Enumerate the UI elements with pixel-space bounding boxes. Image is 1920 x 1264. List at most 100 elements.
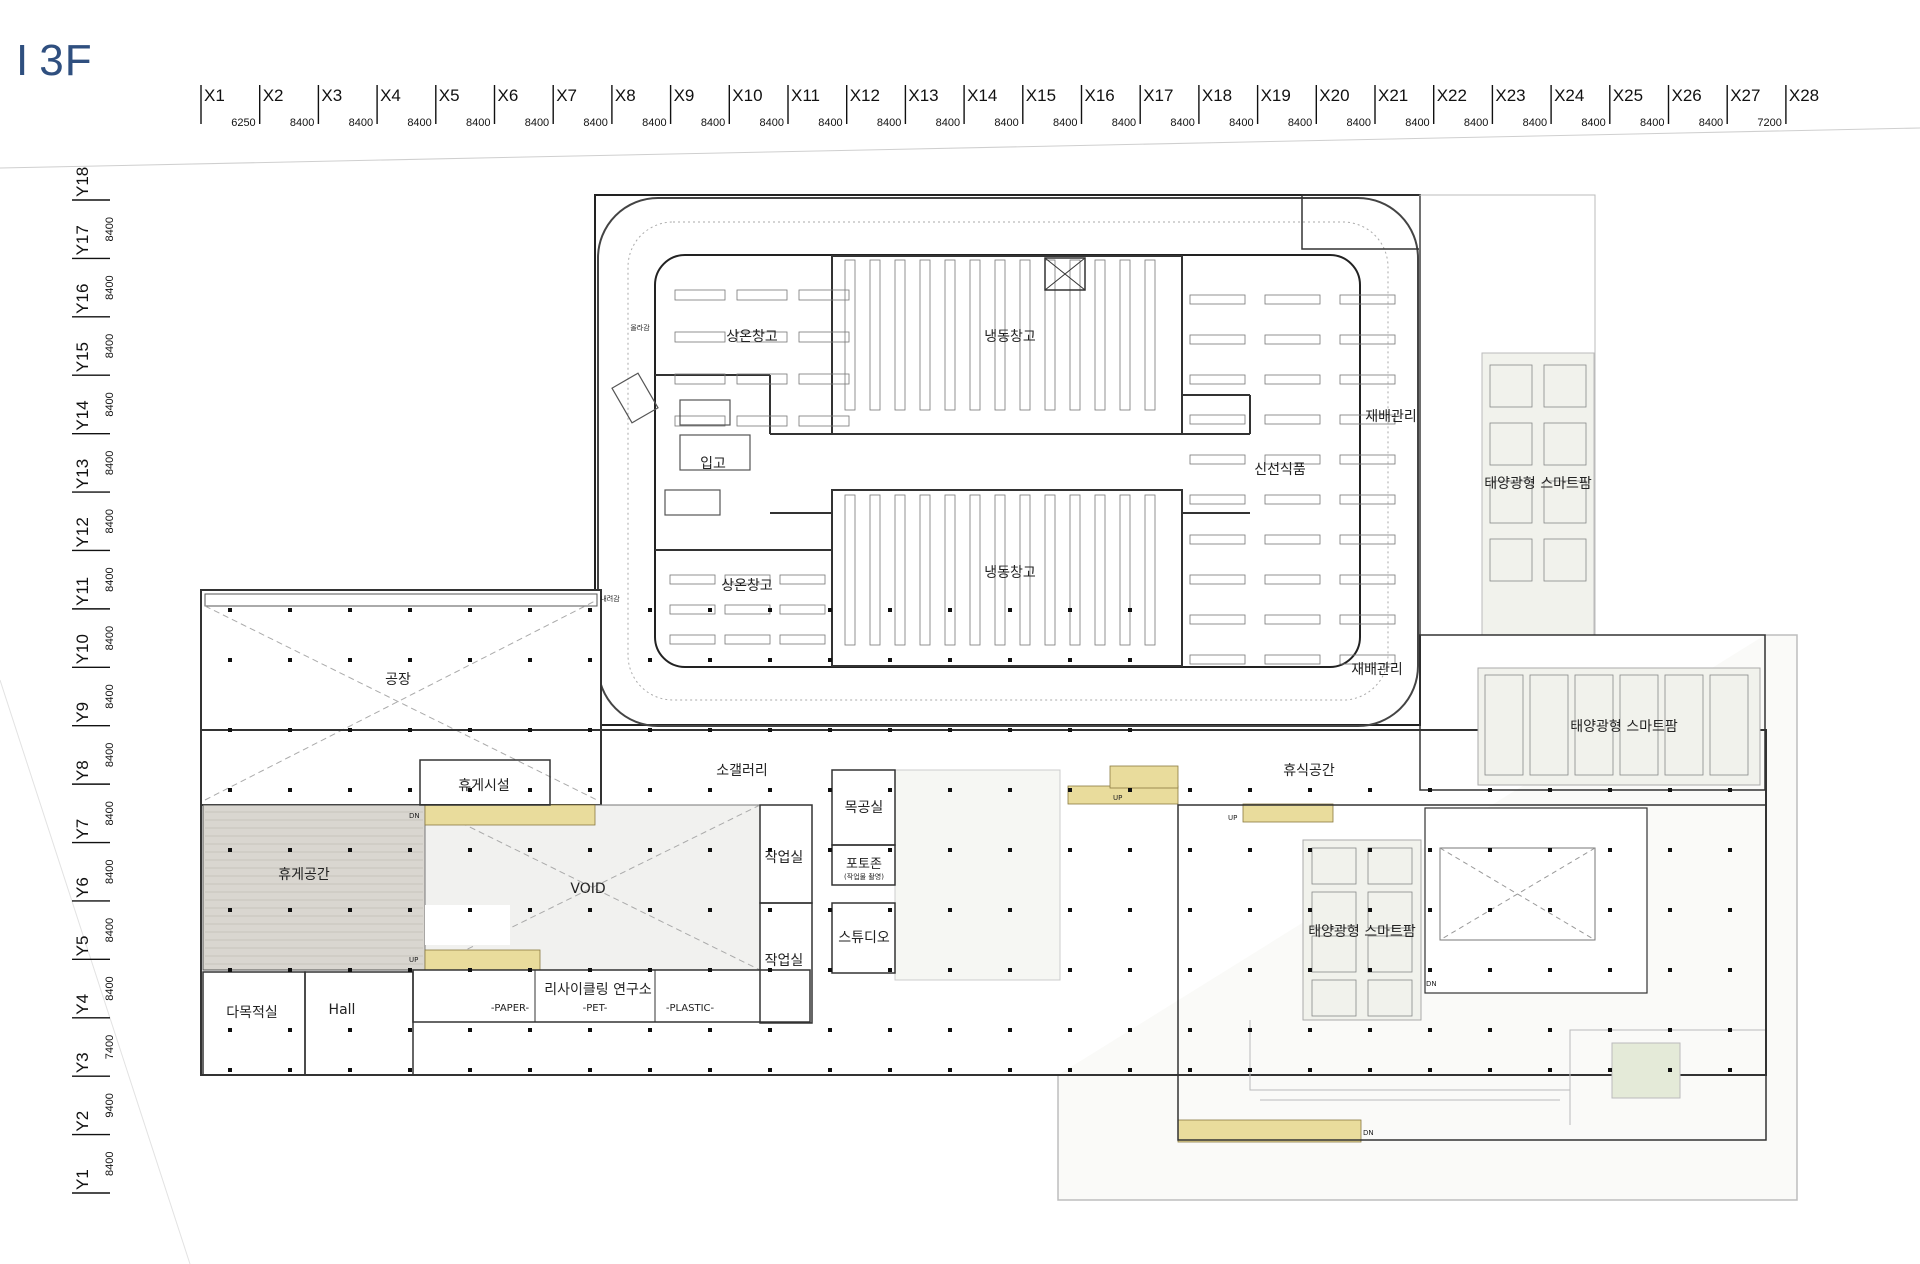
courtyard-void [1424,807,1648,994]
column-dot [468,908,472,912]
column-dot [1008,788,1012,792]
x-spacing-label: 8400 [1405,117,1429,129]
column-dot [1428,848,1432,852]
farm-bed [1529,674,1569,776]
column-dot [408,728,412,732]
column-dot [1728,788,1732,792]
column-dot [288,1028,292,1032]
column-dot [348,848,352,852]
solar-farm-2-grids [1484,674,1749,776]
column-dot [1308,908,1312,912]
rack [1189,374,1246,385]
x-axis-label: X28 [1789,86,1819,105]
x-axis-label: X4 [380,86,401,105]
y-spacing-label: 8400 [104,509,116,533]
column-dot [1668,848,1672,852]
rack [1144,259,1156,411]
label-down-ramp: 내려감 [600,594,620,603]
multipurpose-box [202,971,306,1076]
column-dot [348,908,352,912]
label-up-3: UP [409,956,418,964]
column-dot [1188,968,1192,972]
column-dot [648,788,652,792]
column-dot [528,1068,532,1072]
column-dot [768,608,772,612]
x-axis-label: X6 [498,86,519,105]
column-dot [1728,908,1732,912]
column-dot [228,848,232,852]
column-dot [1608,848,1612,852]
column-dot [588,608,592,612]
column-dot [288,788,292,792]
x-axis-label: X8 [615,86,636,105]
rack [1339,294,1396,305]
rack [1019,259,1031,411]
column-dot [1008,908,1012,912]
truck-2 [679,434,751,471]
title-bar-icon: I [16,36,30,85]
column-dot [1068,728,1072,732]
rack [1264,534,1321,545]
x-axis-label: X5 [439,86,460,105]
column-dot [588,658,592,662]
rack [1339,574,1396,585]
x-spacing-label: 8400 [1288,117,1312,129]
rack [1069,259,1081,411]
column-dot [648,1068,652,1072]
column-dot [288,728,292,732]
column-dot [1008,658,1012,662]
column-dot [648,608,652,612]
column-dot [1368,968,1372,972]
label-factory: 공장 [385,672,411,688]
rack [1069,494,1081,646]
column-dot [1068,608,1072,612]
label-paper: -PAPER- [491,1003,530,1014]
workroom-2-box [759,902,813,1024]
label-small-gallery: 소갤러리 [716,763,768,779]
y-axis-label: Y11 [73,577,92,606]
column-dot [348,1068,352,1072]
rack [969,494,981,646]
rack [944,259,956,411]
rack [919,259,931,411]
floor-label: 3F [39,36,93,85]
column-dot [1188,1028,1192,1032]
label-solar-farm-3: 태양광형 스마트팜 [1308,924,1416,940]
column-dot [1428,908,1432,912]
rack [798,289,850,301]
y-axis-label: Y8 [73,760,92,781]
column-dot [648,908,652,912]
column-dot [1668,1068,1672,1072]
column-dot [1128,608,1132,612]
x-spacing-label: 8400 [701,117,725,129]
column-dot [888,1068,892,1072]
label-photozone: 포토존 [846,857,882,872]
structural-columns [228,608,1732,1072]
rest-facility-box [419,759,551,806]
x-spacing-label: 8400 [525,117,549,129]
rack [669,604,716,615]
east-terrace [1177,804,1767,1141]
label-room-temp-storage-1: 상온창고 [726,329,778,345]
rack [844,259,856,411]
column-dot [1308,1028,1312,1032]
column-dot [1188,848,1192,852]
freezer-room-2 [831,489,1183,667]
x-spacing-label: 8400 [1112,117,1136,129]
factory-diagonal-1 [204,599,598,801]
column-dot [1068,1068,1072,1072]
column-dot [1188,908,1192,912]
farm-bed [1484,674,1524,776]
column-dot [468,788,472,792]
x-spacing-label: 8400 [1699,117,1723,129]
column-dot [348,728,352,732]
farm-bed [1367,979,1413,1017]
label-freezer-storage-2: 냉동창고 [984,565,1036,581]
label-up-ramp: 올라감 [630,323,650,332]
x-axis-label: X12 [850,86,880,105]
column-dot [1668,908,1672,912]
column-dot [948,608,952,612]
x-axis-label: X15 [1026,86,1056,105]
x-spacing-label: 6250 [231,117,255,129]
